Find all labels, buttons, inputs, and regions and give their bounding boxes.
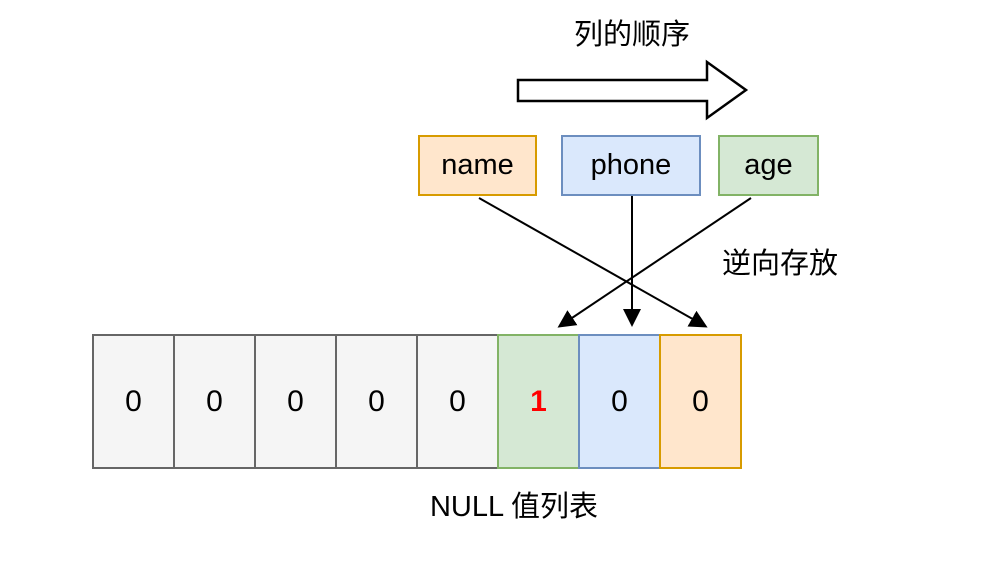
column-box-name: name (418, 135, 537, 196)
bitmap-cell-3: 0 (254, 334, 337, 469)
null-bitmap-row: 0 0 0 0 0 1 0 0 (92, 334, 756, 469)
reverse-storage-label: 逆向存放 (722, 248, 839, 280)
mapping-arrow-name (478, 197, 708, 328)
null-list-label: NULL 值列表 (429, 491, 599, 523)
bitmap-cell-1: 0 (92, 334, 175, 469)
bitmap-cell-5: 0 (416, 334, 499, 469)
column-order-label: 列的顺序 (573, 19, 690, 51)
column-box-phone: phone (561, 135, 701, 196)
right-arrow-icon (516, 59, 749, 121)
bitmap-cell-age: 1 (497, 334, 580, 469)
bitmap-cell-4: 0 (335, 334, 418, 469)
column-box-age: age (718, 135, 819, 196)
bitmap-cell-2: 0 (173, 334, 256, 469)
bitmap-cell-name: 0 (659, 334, 742, 469)
bitmap-cell-phone: 0 (578, 334, 661, 469)
